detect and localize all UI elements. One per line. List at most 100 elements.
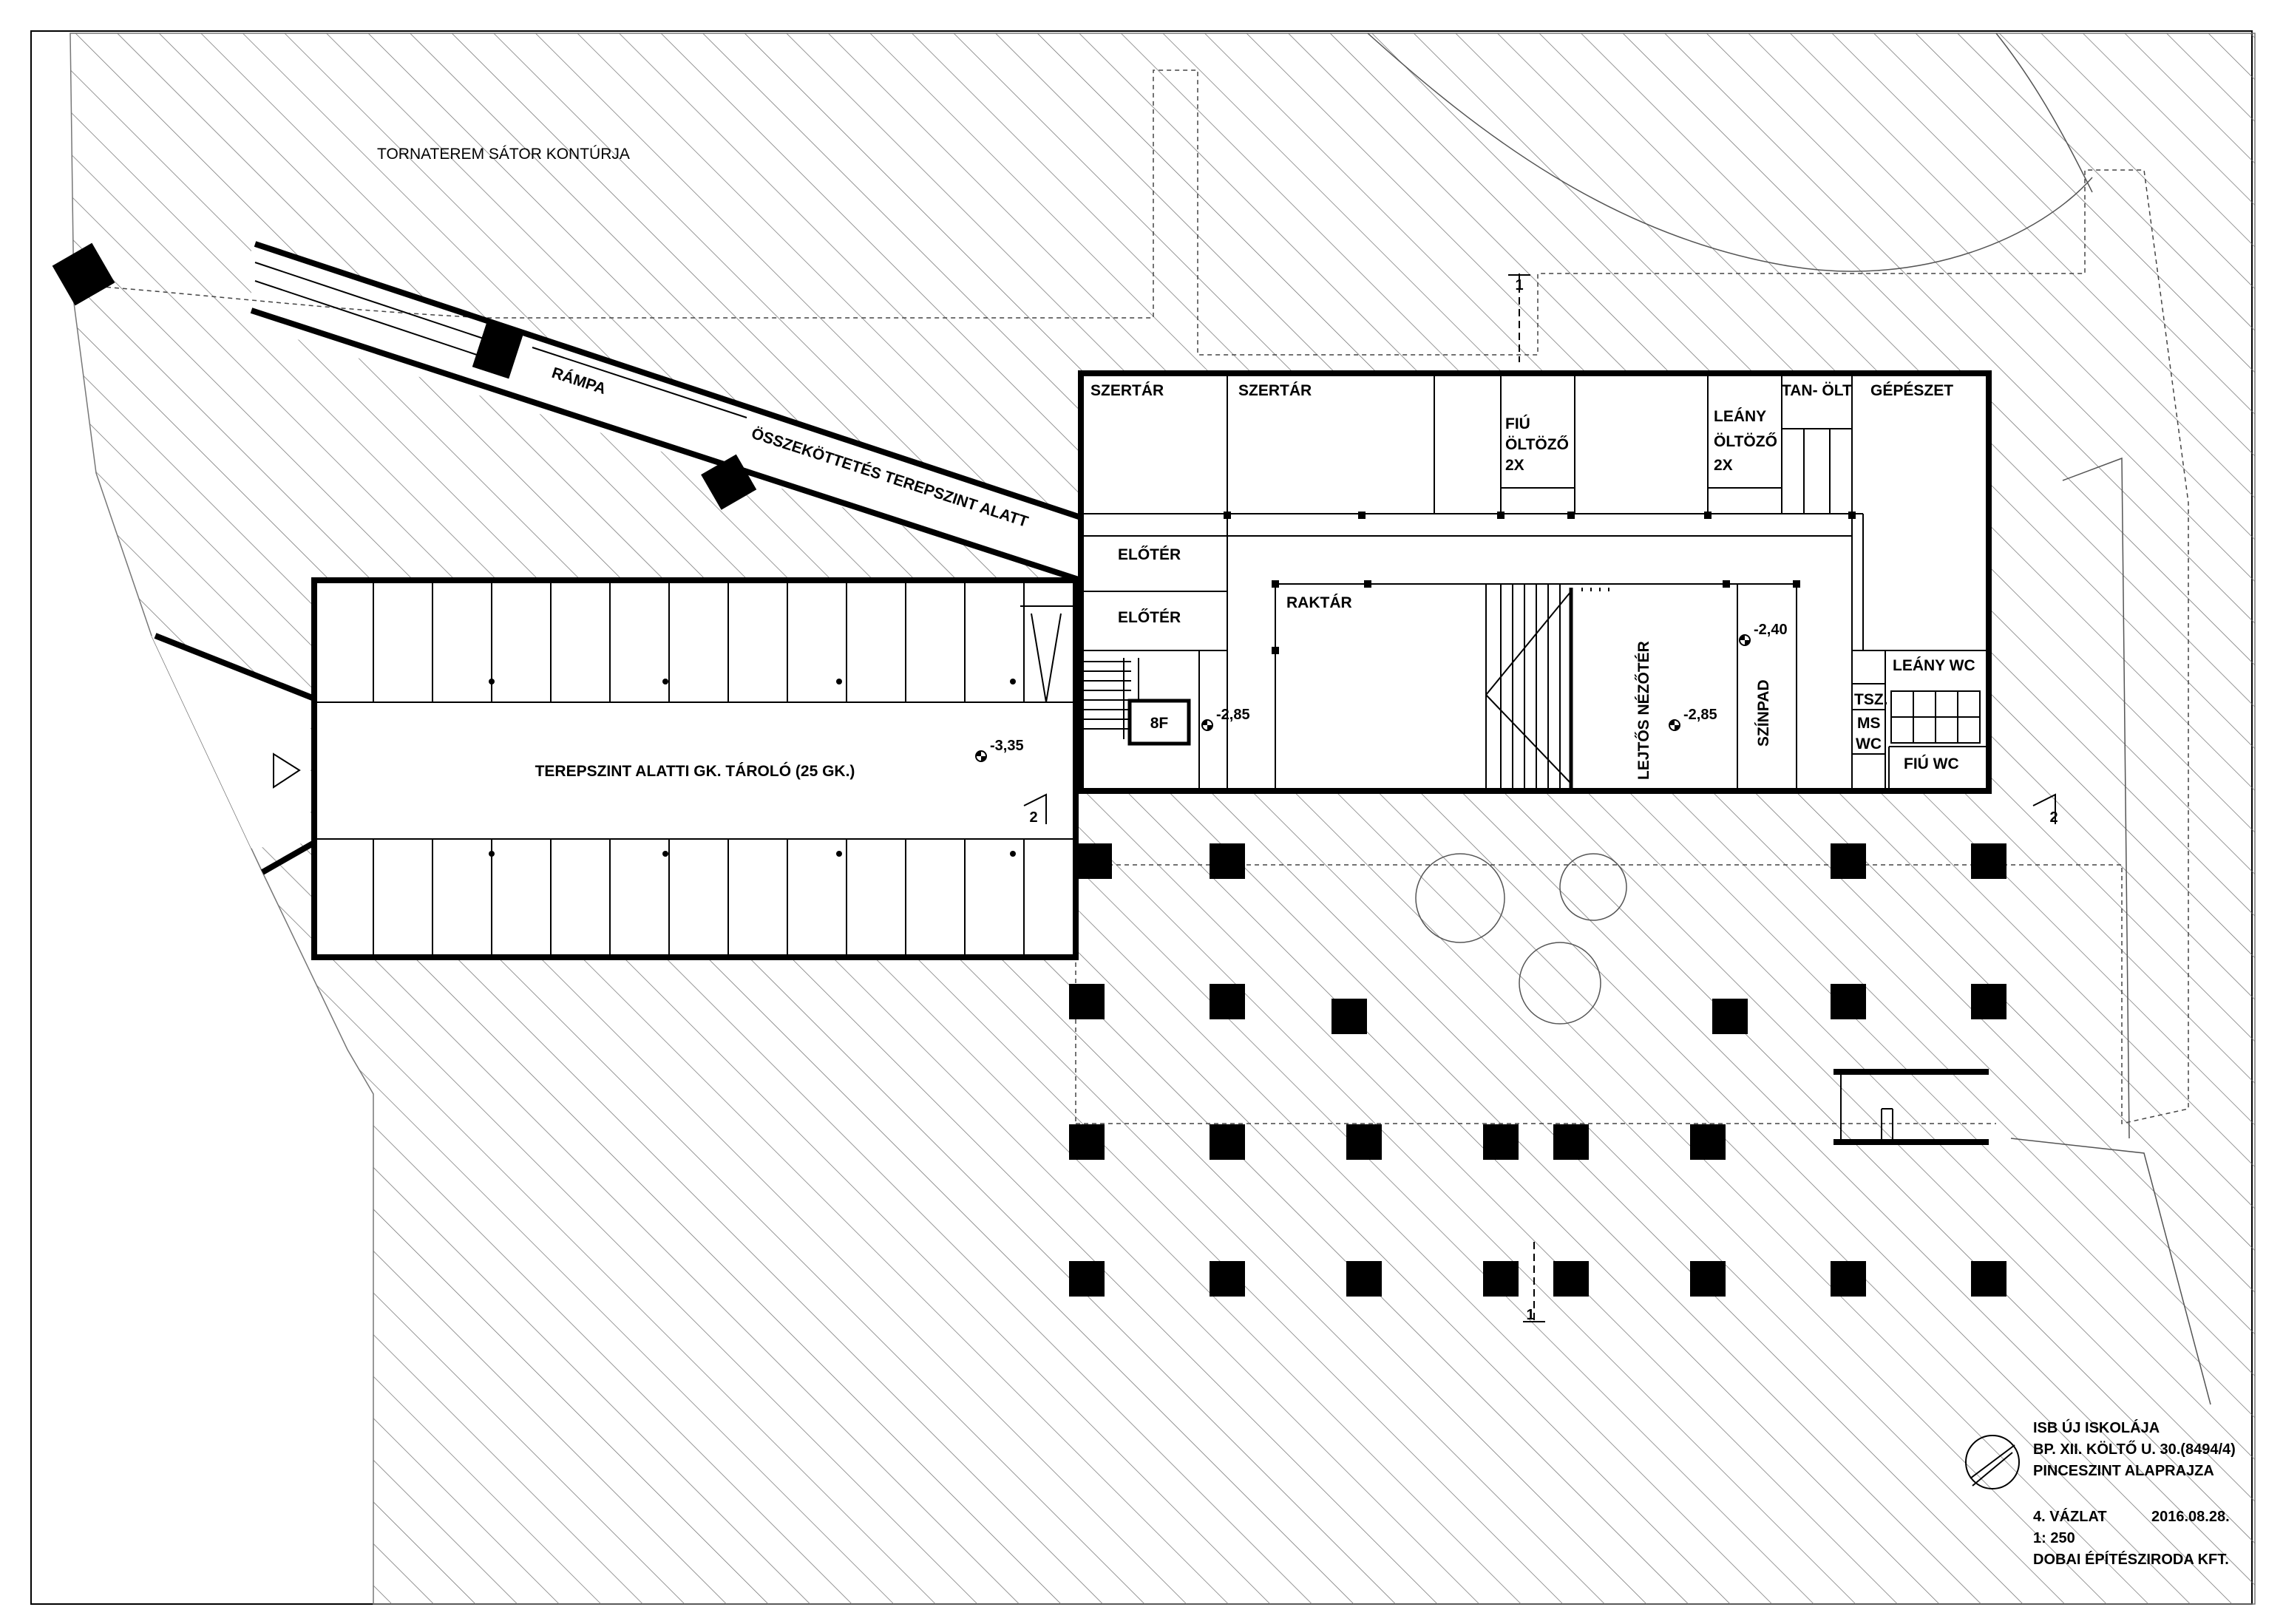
column: [1553, 1261, 1589, 1297]
section-1-top: 1: [1515, 277, 1523, 293]
column: [1069, 1261, 1105, 1297]
wall-column-dot: [1358, 512, 1366, 519]
label-warehouse: RAKTÁR: [1286, 594, 1352, 611]
label-boys-changing-3: 2X: [1505, 457, 1524, 474]
column: [1332, 999, 1367, 1034]
column: [1831, 843, 1866, 879]
label-girls-wc: LEÁNY WC: [1893, 657, 1975, 674]
title-scale: 1: 250: [2033, 1530, 2075, 1546]
section-2-left: 2: [1029, 809, 1037, 826]
column: [1690, 1261, 1726, 1297]
colonnade-columns: [1069, 843, 2006, 1297]
garage-column-dot: [662, 851, 668, 857]
title-sketch: 4. VÁZLAT: [2033, 1508, 2107, 1525]
level-marker-garage: -3,35: [975, 738, 1024, 762]
wc-cabin: [1957, 716, 1981, 744]
wall-column-dot: [1272, 580, 1279, 588]
section-2-right: 2: [2049, 809, 2058, 826]
garage-column-dot: [1010, 851, 1016, 857]
level-value-stage: -2,40: [1754, 622, 1788, 638]
lift-opening: [1833, 1069, 1989, 1145]
column: [1831, 1261, 1866, 1297]
label-auditorium: LEJTŐS NÉZŐTÉR: [1635, 641, 1652, 780]
tent-anchor-block: [52, 242, 115, 306]
wall-column-dot: [1567, 512, 1575, 519]
label-mechanical: GÉPÉSZET: [1870, 382, 1953, 399]
garage-column-dot: [489, 851, 495, 857]
label-stage: SZÍNPAD: [1755, 679, 1772, 747]
label-girls-changing-2: ÖLTÖZŐ: [1714, 433, 1777, 450]
garage-column-dot: [1010, 679, 1016, 684]
title-line-1: ISB ÚJ ISKOLÁJA: [2033, 1419, 2160, 1436]
main-building: [1078, 370, 1992, 794]
garage: [154, 577, 1079, 960]
column: [1210, 1124, 1245, 1160]
title-date: 2016.08.28.: [2151, 1509, 2230, 1525]
label-teacher-changing: TAN- ÖLT: [1782, 382, 1852, 399]
level-value-stair: -2,85: [1216, 707, 1250, 723]
label-storage-2: SZERTÁR: [1238, 382, 1312, 399]
label-stair-8f: 8F: [1150, 715, 1169, 732]
column: [1346, 1261, 1382, 1297]
label-anteroom-1: ELŐTÉR: [1118, 546, 1181, 563]
column: [1971, 843, 2006, 879]
title-line-2: BP. XII. KÖLTŐ U. 30.(8494/4): [2033, 1441, 2236, 1458]
column: [1069, 984, 1105, 1019]
garage-column-dot: [662, 679, 668, 684]
column: [1069, 1124, 1105, 1160]
column: [1971, 1261, 2006, 1297]
wall-column-dot: [1497, 512, 1505, 519]
column: [1210, 843, 1245, 879]
tent-contour-outline: [73, 33, 2211, 1405]
column: [1210, 1261, 1245, 1297]
label-boys-changing-2: ÖLTÖZŐ: [1505, 436, 1569, 453]
title-firm: DOBAI ÉPÍTÉSZIRODA KFT.: [2033, 1551, 2229, 1568]
site-hatch: [69, 33, 2256, 1605]
label-boys-changing-1: FIÚ: [1505, 415, 1530, 432]
column: [1483, 1261, 1519, 1297]
level-value-auditorium: -2,85: [1683, 707, 1717, 723]
section-markers: 1 1 2 2: [1023, 274, 2058, 1323]
title-line-3: PINCESZINT ALAPRAJZA: [2033, 1463, 2214, 1479]
label-storage-1: SZERTÁR: [1090, 382, 1164, 399]
wall-column-dot: [1848, 512, 1856, 519]
label-boys-wc: FIÚ WC: [1904, 755, 1959, 772]
garage-column-dot: [836, 851, 842, 857]
column: [1076, 843, 1112, 879]
ramp-column-2: [701, 454, 757, 510]
wall-column-dot: [1224, 512, 1231, 519]
wall-column-dot: [1723, 580, 1730, 588]
wall-column-dot: [1704, 512, 1712, 519]
column: [1346, 1124, 1382, 1160]
title-block: ISB ÚJ ISKOLÁJA BP. XII. KÖLTŐ U. 30.(84…: [1965, 1419, 2236, 1568]
column: [1553, 1124, 1589, 1160]
wall-column-dot: [1272, 647, 1279, 654]
level-markers: -3,35 -2,85 -2,85 -2,40: [975, 622, 1788, 762]
wall-column-dot: [1364, 580, 1371, 588]
level-marker-stage: -2,40: [1739, 622, 1788, 646]
label-anteroom-2: ELŐTÉR: [1118, 609, 1181, 626]
column: [1831, 984, 1866, 1019]
wall-column-dot: [1793, 580, 1800, 588]
north-arrow: [1965, 1435, 2020, 1489]
garage-column-dot: [836, 679, 842, 684]
level-marker-stair: -2,85: [1201, 707, 1250, 731]
label-girls-changing-3: 2X: [1714, 457, 1733, 474]
column: [1690, 1124, 1726, 1160]
label-tsz: TSZ.: [1854, 691, 1888, 708]
trees: [1415, 853, 1627, 1025]
stair-8f-box: [1127, 699, 1191, 746]
level-marker-auditorium: -2,85: [1669, 707, 1717, 731]
label-girls-changing-1: LEÁNY: [1714, 408, 1766, 425]
column: [1483, 1124, 1519, 1160]
label-tent-contour: TORNATEREM SÁTOR KONTÚRJA: [377, 146, 630, 163]
section-1-bottom: 1: [1526, 1307, 1534, 1323]
garage-column-dot: [489, 679, 495, 684]
level-value-garage: -3,35: [990, 738, 1024, 754]
ramp-column-1: [472, 319, 525, 379]
column: [1712, 999, 1748, 1034]
column: [1971, 984, 2006, 1019]
label-garage: TEREPSZINT ALATTI GK. TÁROLÓ (25 GK.): [535, 762, 855, 780]
label-ms-wc-1: MS: [1857, 715, 1881, 732]
